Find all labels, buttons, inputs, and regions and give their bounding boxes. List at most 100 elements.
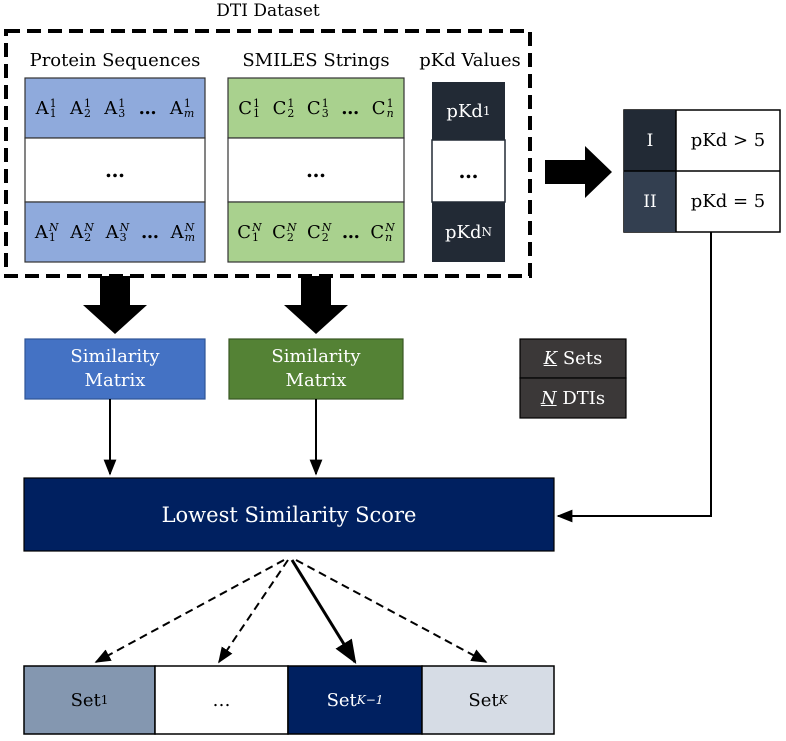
class-2-condition-text: pKd = 5 [690, 191, 766, 212]
protein-block-arrow [83, 276, 147, 334]
smiles-mid-row [227, 137, 405, 203]
legend-n-box [519, 377, 627, 419]
similarity-protein-line2: Matrix [84, 370, 146, 391]
pkd-bottom-label: pKd [445, 221, 482, 243]
legend-n-text: N DTIs [520, 378, 626, 418]
class-1-condition-text: pKd > 5 [690, 130, 766, 151]
similarity-smiles-text: Similarity Matrix [229, 339, 403, 399]
similarity-protein-line1: Similarity [70, 346, 160, 367]
pkd-mid-text: … [432, 140, 505, 202]
score-to-setdots-arrow [218, 559, 289, 664]
set-k-minus-1-base: Set [326, 689, 357, 711]
similarity-smiles-line2: Matrix [285, 370, 347, 391]
legend-k-var: K [543, 348, 558, 369]
protein-mid-dots-text: … [105, 158, 125, 182]
dataset-title-text: DTI Dataset [216, 1, 320, 21]
class-2-id-text: II [643, 191, 657, 212]
dataset-title: DTI Dataset [180, 0, 356, 22]
protein-column-label: Protein Sequences [10, 47, 220, 73]
pkd-top-box [432, 82, 505, 140]
protein-bottom-row [24, 201, 206, 263]
smiles-block-arrow [284, 276, 348, 334]
set-dots-base: … [212, 689, 231, 711]
pkd-top-sub: 1 [482, 104, 491, 118]
pkd-mid-box [431, 139, 506, 203]
similarity-smiles-line1: Similarity [271, 346, 361, 367]
class-to-score-arrow [556, 232, 712, 523]
similarity-smiles-box [228, 338, 404, 400]
protein-column-label-text: Protein Sequences [29, 49, 201, 71]
protein-top-cell: … [138, 97, 157, 119]
lowest-score-box [23, 477, 555, 552]
legend-n-var: N [540, 387, 557, 409]
set-k-sub: K [498, 693, 508, 707]
score-to-setk-arrow [295, 559, 488, 663]
protein-mid-row [24, 137, 206, 203]
pkd-column-label: pKd Values [410, 47, 530, 73]
protein-bottom-cell: … [140, 221, 159, 243]
smiles-column-label: SMILES Strings [226, 47, 406, 73]
set-dots-text: … [155, 666, 288, 734]
dataset-dashed-border [4, 29, 532, 278]
set-k-minus-1-box [287, 665, 423, 735]
score-to-set1-arrow [94, 559, 285, 663]
smiles-column-label-text: SMILES Strings [242, 49, 390, 71]
set-k-base: Set [468, 689, 499, 711]
class-2-id-cell [624, 171, 676, 232]
legend-n-label: DTIs [556, 387, 606, 409]
smiles-mid-dots-text: … [306, 158, 326, 182]
class-2-condition: pKd = 5 [676, 171, 780, 232]
big-right-arrow [545, 146, 612, 198]
class-1-condition: pKd > 5 [676, 110, 780, 171]
lowest-score-text: Lowest Similarity Score [24, 478, 554, 551]
smiles-top-row [227, 77, 405, 139]
pkd-column-label-text: pKd Values [419, 49, 521, 71]
legend-k-box [519, 338, 627, 379]
legend-k-label: Sets [557, 348, 603, 369]
smiles-bottom-cell: … [341, 221, 360, 243]
set-k-minus-1-sub: K−1 [356, 693, 384, 707]
pkd-bottom-box [432, 202, 505, 262]
protein-mid-dots: … [25, 138, 205, 202]
class-2-id: II [624, 171, 676, 232]
smiles-top-cell: … [341, 97, 360, 119]
legend-k-text: K Sets [520, 339, 626, 378]
class-1-id-cell [624, 110, 676, 171]
score-to-setk1-arrow [290, 559, 357, 665]
smiles-bottom-row [227, 201, 405, 263]
set-k-box [421, 665, 555, 735]
set-1-base: Set [70, 689, 101, 711]
set-dots-box [154, 665, 289, 735]
set-1-box [23, 665, 156, 735]
lowest-score-label: Lowest Similarity Score [161, 502, 417, 527]
smiles-mid-dots: … [228, 138, 404, 202]
pkd-mid-dots: … [458, 159, 479, 183]
similarity-protein-box [24, 338, 206, 400]
class-1-id: I [624, 110, 676, 171]
pkd-top-label: pKd [446, 100, 483, 122]
